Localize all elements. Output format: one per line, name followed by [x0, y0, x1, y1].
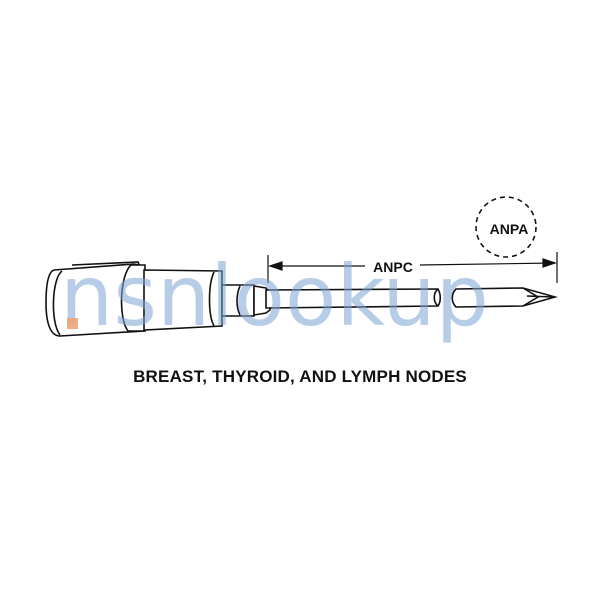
hub-back-curve — [52, 270, 63, 336]
hub-adapter-curve — [236, 285, 241, 316]
needle-shaft — [265, 287, 558, 309]
watermark-accent — [67, 318, 78, 329]
dimension-line-right — [419, 262, 556, 266]
callout-circle — [475, 196, 537, 258]
dimension-line — [267, 252, 558, 283]
dimension-label: ANPC — [373, 259, 413, 275]
diagram-caption: BREAST, THYROID, AND LYMPH NODES — [133, 367, 467, 386]
hub-flange-curve — [208, 271, 215, 327]
dimension-arrow-right — [542, 258, 557, 268]
callout: ANPA — [475, 196, 537, 258]
dimension-arrow-left — [268, 261, 283, 271]
callout-label: ANPA — [490, 221, 529, 237]
hub-front-face — [120, 264, 146, 332]
watermark-text: nsnlookup — [60, 247, 489, 345]
shaft-break-left — [433, 288, 439, 307]
hub-adapter — [221, 284, 255, 317]
shaft-bevel-edge — [526, 295, 554, 298]
hub-flange — [143, 269, 223, 331]
watermark: nsnlookup — [60, 247, 489, 345]
